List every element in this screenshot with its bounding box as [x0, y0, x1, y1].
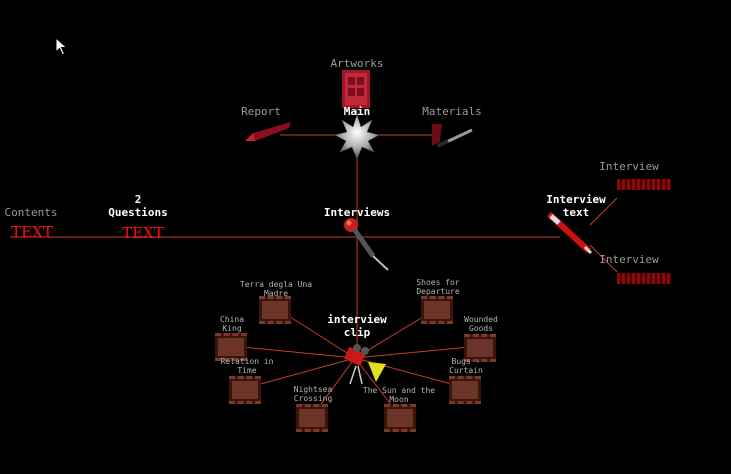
clip-terra-thumbnail[interactable]: [259, 296, 291, 324]
clip-shoes-label: Shoes for: [416, 278, 460, 287]
main-star-icon[interactable]: [334, 114, 380, 160]
interview-text-label: Interview: [546, 193, 606, 206]
clip-nightsea-label-2: Crossing: [293, 394, 333, 403]
clip-wounded-label: Wounded: [464, 315, 498, 324]
contents-label: Contents: [4, 206, 58, 219]
interview-bottom-text-preview[interactable]: [617, 273, 671, 284]
interview-top-label: Interview: [599, 160, 659, 173]
clip-sun-label: The Sun and the: [362, 386, 436, 395]
clip-bugs-label-2: Curtain: [449, 366, 483, 375]
clip-sun-thumbnail[interactable]: [384, 404, 416, 432]
questions-label-number: 2: [134, 193, 142, 206]
contents-text-link[interactable]: TEXT: [11, 223, 53, 241]
interview-top-text-preview[interactable]: [617, 179, 671, 190]
materials-brush-icon[interactable]: [428, 122, 474, 152]
interview-clip-label-2: clip: [343, 326, 371, 339]
clip-line-relation: [245, 357, 356, 389]
clip-terra-label: Terra degla Una: [239, 280, 313, 289]
interview-bottom-label: Interview: [599, 253, 659, 266]
interview-text-pen-icon[interactable]: [545, 210, 595, 256]
interview-top-line: [589, 197, 618, 226]
clip-relation-label-2: Time: [237, 366, 257, 375]
clip-nightsea-thumbnail[interactable]: [296, 404, 328, 432]
clip-china-label: China: [219, 315, 245, 324]
clip-china-thumbnail[interactable]: [215, 333, 247, 361]
interview-clip-camera-icon[interactable]: [336, 340, 400, 386]
artworks-book-icon[interactable]: [340, 70, 374, 110]
clip-terra-label-2: Madre: [263, 289, 289, 298]
interview-text-label-2: text: [562, 206, 590, 219]
clip-china-label-2: King: [222, 324, 242, 333]
interview-bottom-line: [589, 244, 618, 273]
clip-relation-thumbnail[interactable]: [229, 376, 261, 404]
clip-line-china: [231, 345, 356, 359]
interviews-microphone-icon[interactable]: [340, 214, 396, 274]
clip-shoes-label-2: Departure: [416, 287, 460, 296]
questions-label: Questions: [108, 206, 168, 219]
materials-label: Materials: [422, 105, 482, 118]
interview-clip-label: interview: [327, 313, 387, 326]
clip-wounded-label-2: Goods: [468, 324, 494, 333]
questions-text-link[interactable]: TEXT: [122, 224, 164, 242]
clip-sun-label-2: Moon: [389, 395, 409, 404]
mouse-cursor-icon: [55, 37, 68, 56]
clip-relation-label: Relation in: [220, 357, 274, 366]
clip-line-wounded: [354, 345, 481, 359]
report-pen-icon[interactable]: [243, 119, 293, 145]
report-label: Report: [241, 105, 281, 118]
interviews-label: Interviews: [323, 206, 391, 219]
clip-wounded-thumbnail[interactable]: [464, 334, 496, 362]
clip-nightsea-label: Nightsea: [293, 385, 333, 394]
clip-bugs-thumbnail[interactable]: [449, 376, 481, 404]
clip-shoes-thumbnail[interactable]: [421, 296, 453, 324]
clip-bugs-label: Bugs -: [451, 357, 481, 366]
main-label: Main: [343, 105, 371, 118]
artworks-label: Artworks: [330, 57, 384, 70]
